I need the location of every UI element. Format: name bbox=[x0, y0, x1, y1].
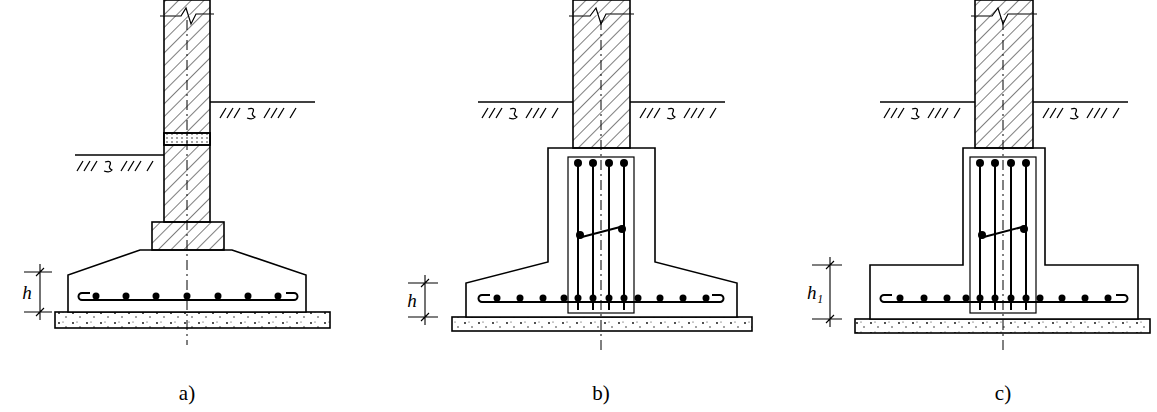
dimension-label: h₁ bbox=[807, 283, 823, 302]
subfigure-label: c) bbox=[995, 383, 1011, 404]
footing-b bbox=[408, 0, 752, 350]
subfigure-label: a) bbox=[179, 383, 195, 404]
footing-c bbox=[812, 0, 1150, 350]
footing-a bbox=[24, 0, 330, 345]
dimension-label: h bbox=[22, 283, 32, 302]
subfigure-label: b) bbox=[592, 383, 610, 404]
dimension-label: h bbox=[407, 291, 417, 310]
